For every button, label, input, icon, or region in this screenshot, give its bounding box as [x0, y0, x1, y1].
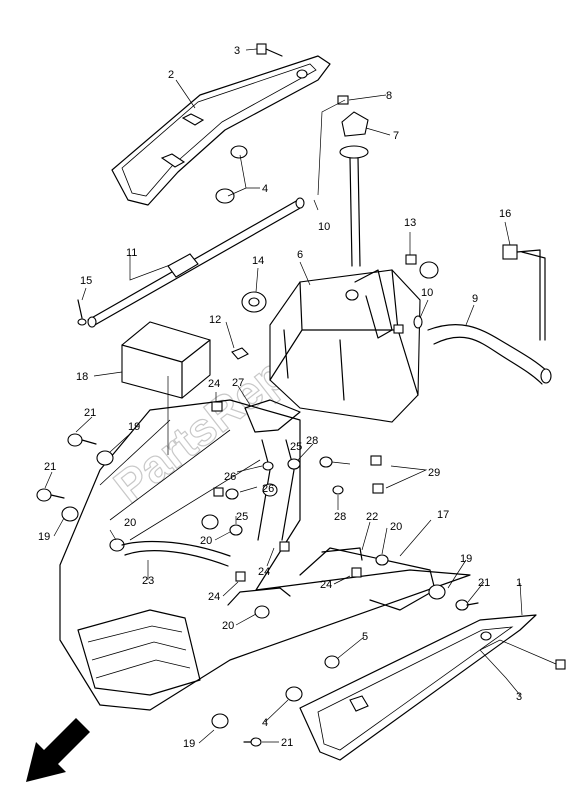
callout-22: 22: [366, 511, 378, 523]
callout-20: 20: [222, 620, 234, 632]
callout-5: 5: [362, 631, 368, 643]
tank-cap: [337, 95, 369, 267]
callout-27: 27: [232, 377, 244, 389]
callout-10: 10: [421, 287, 433, 299]
callout-15: 15: [80, 275, 92, 287]
callout-23: 23: [142, 575, 154, 587]
callout-26: 26: [262, 483, 274, 495]
callout-19: 19: [183, 738, 195, 750]
callout-3: 3: [516, 691, 522, 703]
callout-9: 9: [472, 293, 478, 305]
callout-1: 1: [516, 577, 522, 589]
callout-25: 25: [236, 511, 248, 523]
callout-12: 12: [209, 314, 221, 326]
callout-24: 24: [208, 378, 220, 390]
reservoir-tank: [269, 269, 421, 423]
callout-3: 3: [234, 45, 240, 57]
callout-8: 8: [386, 90, 392, 102]
bracket: [354, 254, 439, 339]
callout-19: 19: [460, 553, 472, 565]
callout-19: 19: [128, 421, 140, 433]
fastener-set: [36, 401, 566, 747]
lower-cowling: [59, 399, 471, 711]
bolt-icon: [256, 43, 283, 57]
clip-icon: [77, 299, 87, 326]
callout-26: 26: [224, 471, 236, 483]
callout-20: 20: [124, 517, 136, 529]
callout-25: 25: [290, 441, 302, 453]
upper-side-cover: [111, 55, 331, 206]
callout-20: 20: [390, 521, 402, 533]
front-direction-arrow-icon: [26, 718, 90, 782]
callout-19: 19: [38, 531, 50, 543]
grommet-icon: [215, 145, 248, 204]
callout-2: 2: [168, 69, 174, 81]
rod: [87, 197, 305, 328]
leader-lines: [44, 48, 557, 744]
callout-21: 21: [84, 407, 96, 419]
callout-29: 29: [428, 467, 440, 479]
callout-13: 13: [404, 217, 416, 229]
callout-24: 24: [320, 579, 332, 591]
hose: [427, 323, 552, 385]
breather-pipe: [502, 244, 546, 341]
callout-21: 21: [281, 737, 293, 749]
callout-4: 4: [262, 717, 268, 729]
callout-24: 24: [258, 566, 270, 578]
fastener-icon: [231, 347, 249, 360]
callout-14: 14: [252, 255, 264, 267]
callout-labels: 3 2 4 8 7 10 11 13 16 14 6 15 10 9 12 18…: [38, 45, 522, 750]
callout-16: 16: [499, 208, 511, 220]
callout-18: 18: [76, 371, 88, 383]
callout-20: 20: [200, 535, 212, 547]
leader-line: [317, 99, 346, 196]
right-side-cover: [299, 614, 537, 761]
callout-28: 28: [306, 435, 318, 447]
callout-6: 6: [297, 249, 303, 261]
callout-7: 7: [393, 130, 399, 142]
callout-4: 4: [262, 183, 268, 195]
callout-11: 11: [126, 247, 137, 259]
callout-21: 21: [44, 461, 56, 473]
side-bracket: [121, 540, 436, 611]
battery-box: [121, 321, 211, 399]
callout-21: 21: [478, 577, 490, 589]
callout-28: 28: [334, 511, 346, 523]
callout-17: 17: [437, 509, 449, 521]
callout-10: 10: [318, 221, 330, 233]
grommet-icon: [241, 291, 267, 313]
callout-24: 24: [208, 591, 220, 603]
